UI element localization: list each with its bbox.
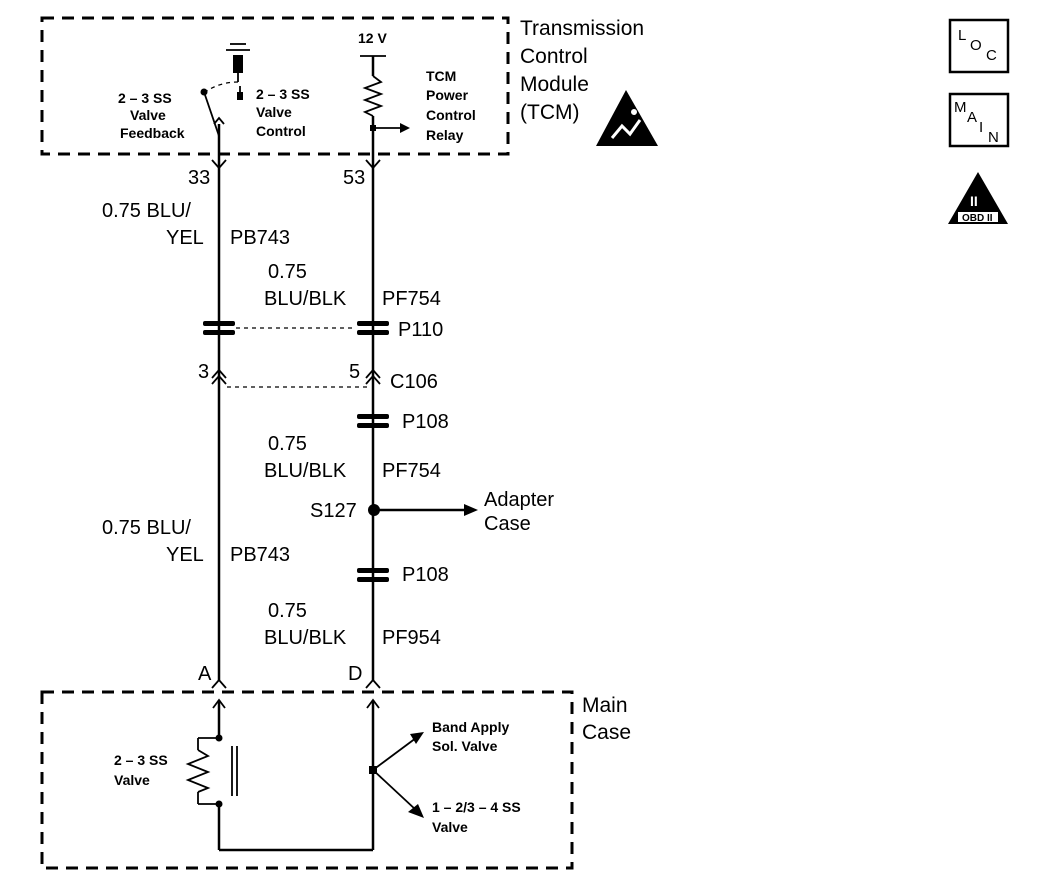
ss-valve-line — [372, 769, 417, 811]
relay-tap — [370, 125, 376, 131]
p110-label: P110 — [398, 319, 443, 341]
adapter-case-arrow-icon — [464, 504, 478, 516]
main-case-box — [40, 690, 574, 870]
wire-right-2-circuit: PF754 — [382, 460, 441, 482]
p108-upper-label: P108 — [402, 411, 449, 433]
case-right-arrow — [366, 698, 380, 709]
feedback-switch-blade — [203, 91, 220, 137]
p108-lower-label: P108 — [402, 564, 449, 586]
svg-text:L: L — [958, 27, 966, 44]
wire-right-3-circuit: PF954 — [382, 627, 441, 649]
obd-ii-icon: II OBD II — [948, 172, 1008, 224]
wire-left-lower-color: 0.75 BLU/ YEL — [102, 517, 204, 566]
svg-text:C: C — [986, 47, 997, 64]
band-apply-label: Band Apply Sol. Valve — [432, 719, 513, 754]
wire-right-3-gauge: 0.75 — [268, 600, 307, 622]
pin-a-symbol — [211, 678, 227, 689]
svg-text:N: N — [988, 129, 999, 146]
c106-left-pin-symbol — [211, 374, 227, 385]
band-apply-arrow-icon — [410, 732, 424, 744]
c106-right-pin-symbol — [365, 374, 381, 385]
solenoid-coil-icon — [185, 734, 238, 808]
wire-right-3-color: BLU/BLK — [264, 627, 347, 649]
ss-1234-label: 1 – 2/3 – 4 SS Valve — [432, 799, 525, 835]
svg-text:OBD II: OBD II — [962, 213, 993, 224]
feedback-arrow — [213, 116, 225, 125]
relay-label: TCM Power Control Relay — [426, 68, 480, 143]
c106-left-pin-symbol-2 — [211, 368, 227, 379]
c106-right-pin-label: 5 — [349, 361, 360, 383]
ss-valve-label: 2 – 3 SS Valve — [114, 752, 172, 788]
pin-a-label: A — [198, 663, 212, 685]
voltage-label: 12 V — [358, 30, 387, 46]
p108-lower-grommet — [357, 568, 389, 582]
control-label: 2 – 3 SS Valve Control — [256, 86, 314, 139]
relay-resistor-icon — [362, 75, 384, 117]
main-icon: M A I N — [948, 92, 1010, 148]
c106-label: C106 — [390, 371, 438, 393]
case-left-arrow — [212, 698, 226, 709]
splice-s127-label: S127 — [310, 500, 357, 522]
adapter-case-label: Adapter Case — [484, 489, 560, 535]
svg-text:O: O — [970, 37, 982, 54]
wire-right-1-gauge: 0.75 — [268, 261, 307, 283]
p110-left-grommet — [203, 321, 235, 335]
p108-upper-grommet — [357, 414, 389, 428]
pin-53-label: 53 — [343, 167, 365, 189]
valve-control-terminal — [237, 92, 243, 100]
wire-right-2-color: BLU/BLK — [264, 460, 347, 482]
feedback-label: 2 – 3 SS Valve Feedback — [118, 90, 185, 141]
c106-right-pin-symbol-2 — [365, 368, 381, 379]
wire-right-1-color: BLU/BLK — [264, 288, 347, 310]
wire-left-upper-color: 0.75 BLU/ YEL — [102, 200, 204, 249]
esd-warning-icon — [596, 90, 658, 146]
svg-text:I: I — [979, 119, 983, 136]
svg-text:II: II — [970, 193, 978, 209]
wire-left-upper-circuit: PB743 — [230, 227, 290, 249]
ground-icon — [226, 43, 250, 82]
pin-33-label: 33 — [188, 167, 210, 189]
band-apply-line — [372, 737, 417, 771]
main-case-title: Main Case — [582, 694, 633, 744]
pin-d-label: D — [348, 663, 362, 685]
pin-33-symbol — [211, 159, 227, 170]
wire-right-2-gauge: 0.75 — [268, 433, 307, 455]
svg-text:M: M — [954, 99, 967, 116]
loc-icon: L O C — [948, 18, 1010, 74]
pin-53-symbol — [365, 159, 381, 170]
svg-text:A: A — [967, 109, 977, 126]
relay-arrow-icon — [400, 123, 410, 133]
pin-d-symbol — [365, 678, 381, 689]
c106-left-pin-label: 3 — [198, 361, 209, 383]
tcm-title: Transmission Control Module (TCM) — [520, 17, 650, 124]
switch-link-line — [204, 81, 239, 93]
wire-right-1-circuit: PF754 — [382, 288, 441, 310]
p110-right-grommet — [357, 321, 389, 335]
wire-left-lower-circuit: PB743 — [230, 544, 290, 566]
ss-valve-arrow-icon — [408, 804, 424, 818]
